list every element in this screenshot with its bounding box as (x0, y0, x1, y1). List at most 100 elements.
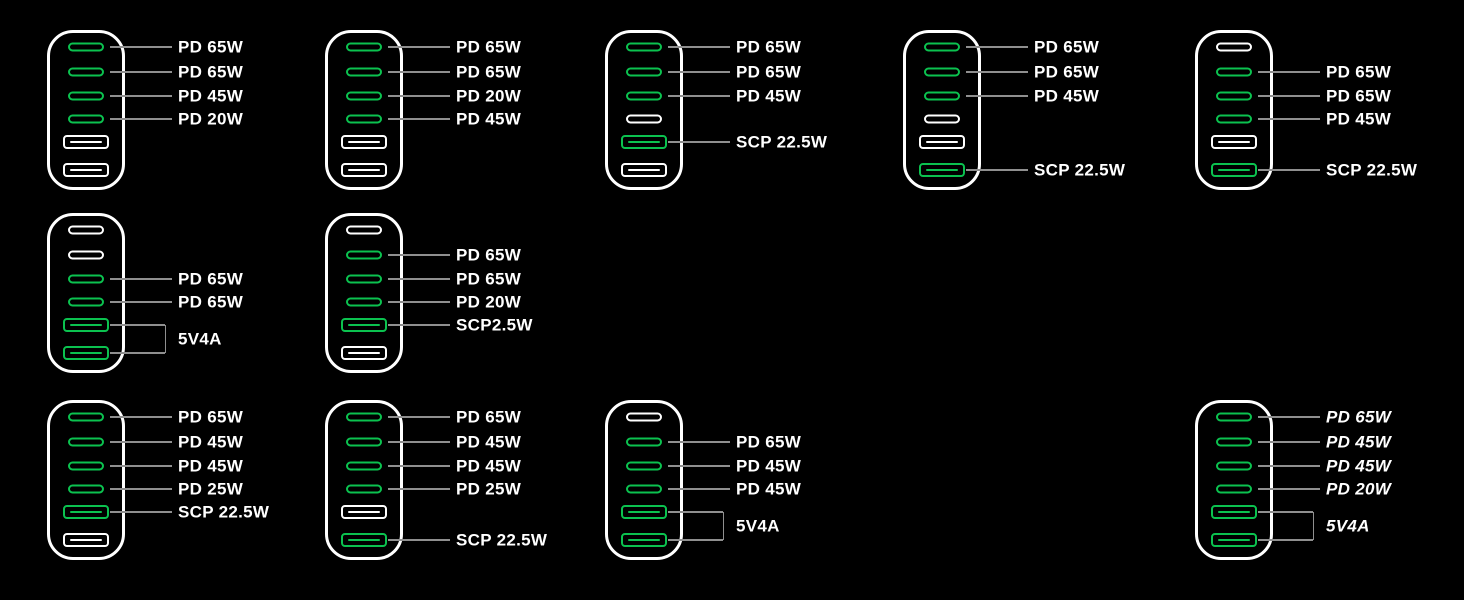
usb-c-port-icon (626, 437, 662, 447)
usb-a-port-icon (621, 163, 667, 177)
connector-line (388, 301, 450, 303)
usb-c-port-icon (68, 67, 104, 77)
connector-line (1258, 488, 1320, 490)
usb-c-port-icon (68, 250, 104, 260)
connector-line (668, 46, 730, 48)
connector-line (388, 118, 450, 120)
connector-line (1258, 71, 1320, 73)
usb-a-port-icon (63, 135, 109, 149)
port-power-label: PD 65W (736, 432, 802, 452)
connector-line (388, 488, 450, 490)
port-power-label: PD 45W (1034, 86, 1100, 106)
usb-c-port-icon (626, 484, 662, 494)
usb-c-port-icon (346, 274, 382, 284)
connector-line (110, 488, 172, 490)
usb-c-port-icon (924, 67, 960, 77)
usb-a-port-icon (1211, 533, 1257, 547)
usb-c-port-icon (346, 412, 382, 422)
usb-c-port-icon (626, 114, 662, 124)
charger-body (47, 213, 125, 373)
connector-line (1258, 511, 1313, 513)
port-power-label: PD 20W (456, 86, 522, 106)
port-power-label: PD 65W (456, 62, 522, 82)
connector-line (1258, 539, 1313, 541)
connector-line (966, 169, 1028, 171)
usb-c-port-icon (626, 91, 662, 101)
connector-line (668, 441, 730, 443)
shared-power-label: 5V4A (736, 516, 780, 536)
usb-c-port-icon (924, 91, 960, 101)
charger-diagram: PD 65W PD 65W PD 20W SCP2.5W (325, 213, 655, 388)
connector-line (388, 46, 450, 48)
usb-c-port-icon (346, 114, 382, 124)
usb-c-port-icon (68, 42, 104, 52)
usb-a-port-icon (63, 533, 109, 547)
connector-bracket (164, 325, 166, 353)
usb-c-port-icon (68, 225, 104, 235)
port-power-label: SCP 22.5W (456, 530, 548, 550)
usb-a-port-icon (621, 533, 667, 547)
connector-line (388, 324, 450, 326)
usb-c-port-icon (1216, 91, 1252, 101)
port-power-label: PD 65W (736, 37, 802, 57)
connector-line (1258, 465, 1320, 467)
usb-c-port-icon (924, 42, 960, 52)
usb-a-port-icon (621, 135, 667, 149)
connector-line (110, 301, 172, 303)
port-power-label: PD 65W (456, 269, 522, 289)
connector-line (110, 46, 172, 48)
port-power-label: SCP 22.5W (178, 502, 270, 522)
usb-a-port-icon (63, 346, 109, 360)
connector-line (388, 278, 450, 280)
usb-c-port-icon (68, 297, 104, 307)
charger-body (47, 400, 125, 560)
connector-line (668, 95, 730, 97)
port-power-label: PD 65W (178, 37, 244, 57)
port-power-label: SCP 22.5W (1326, 160, 1418, 180)
usb-c-port-icon (1216, 67, 1252, 77)
usb-a-port-icon (341, 318, 387, 332)
port-power-label: SCP 22.5W (736, 132, 828, 152)
connector-line (1258, 169, 1320, 171)
usb-c-port-icon (346, 437, 382, 447)
port-power-label: PD 65W (1034, 62, 1100, 82)
port-power-label: PD 65W (736, 62, 802, 82)
connector-line (668, 465, 730, 467)
port-power-label: PD 20W (456, 292, 522, 312)
usb-a-port-icon (341, 163, 387, 177)
port-power-label: PD 45W (178, 86, 244, 106)
usb-a-port-icon (341, 346, 387, 360)
connector-line (110, 95, 172, 97)
usb-c-port-icon (346, 484, 382, 494)
usb-a-port-icon (341, 505, 387, 519)
port-power-label: PD 45W (456, 456, 522, 476)
connector-line (388, 254, 450, 256)
usb-a-port-icon (63, 505, 109, 519)
usb-c-port-icon (626, 412, 662, 422)
usb-a-port-icon (341, 135, 387, 149)
connector-line (110, 352, 165, 354)
port-power-label: PD 65W (1326, 62, 1392, 82)
connector-line (110, 278, 172, 280)
usb-c-port-icon (346, 250, 382, 260)
port-power-label: SCP2.5W (456, 315, 533, 335)
connector-line (388, 539, 450, 541)
port-power-label: PD 45W (736, 456, 802, 476)
port-power-label: PD 65W (456, 245, 522, 265)
connector-line (668, 141, 730, 143)
charger-body (1195, 30, 1273, 190)
shared-power-label: 5V4A (1326, 516, 1370, 536)
connector-line (1258, 118, 1320, 120)
port-power-label: PD 45W (1326, 109, 1392, 129)
connector-line (966, 71, 1028, 73)
port-power-label: PD 45W (1326, 432, 1392, 452)
usb-a-port-icon (63, 318, 109, 332)
port-power-label: PD 65W (178, 407, 244, 427)
port-power-label: PD 65W (456, 37, 522, 57)
charger-body (1195, 400, 1273, 560)
